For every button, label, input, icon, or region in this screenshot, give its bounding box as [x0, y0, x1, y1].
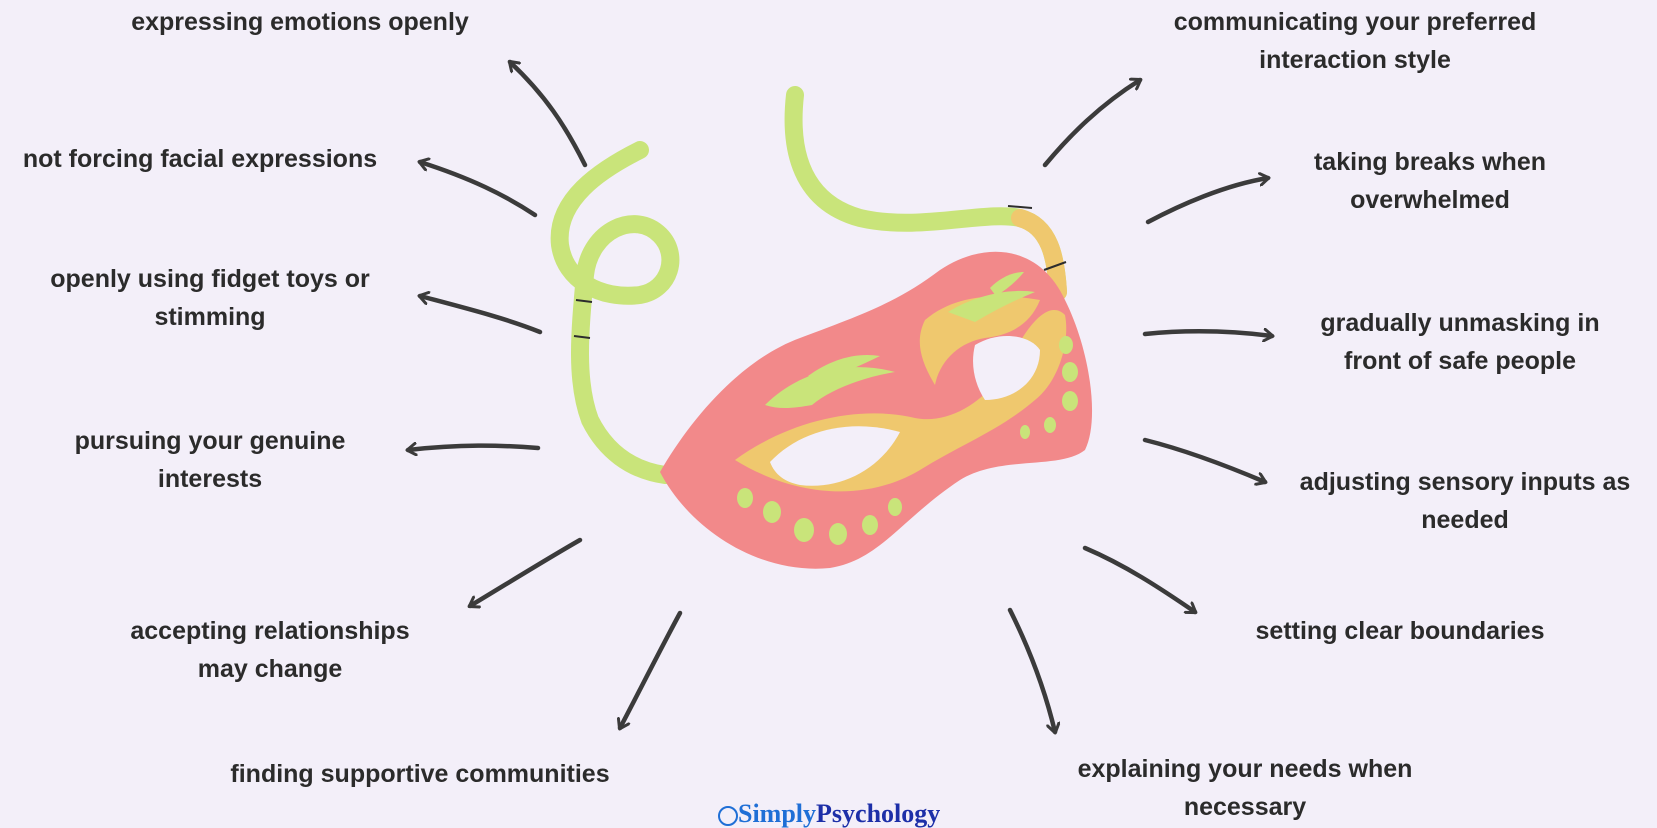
label-genuine-interests: pursuing your genuine interests: [45, 422, 375, 498]
label-taking-breaks: taking breaks when overwhelmed: [1280, 143, 1580, 219]
arrow-sensory: [1145, 440, 1265, 482]
arrow-facial: [420, 162, 535, 215]
arrow-needs: [1010, 610, 1055, 732]
label-supportive-communities: finding supportive communities: [200, 755, 640, 793]
arrow-unmasking: [1145, 331, 1272, 336]
label-gradually-unmasking: gradually unmasking in front of safe peo…: [1300, 304, 1620, 380]
label-communicating-style: communicating your preferred interaction…: [1150, 3, 1560, 79]
label-clear-boundaries: setting clear boundaries: [1230, 612, 1570, 650]
arrow-fidget: [420, 296, 540, 332]
label-not-forcing-expressions: not forcing facial expressions: [10, 140, 390, 178]
label-fidget-toys: openly using fidget toys or stimming: [30, 260, 390, 336]
arrow-boundaries: [1085, 548, 1195, 612]
arrow-communities: [620, 613, 680, 728]
arrow-emotions: [510, 62, 585, 165]
arrow-communicating: [1045, 80, 1140, 165]
brand-logo-icon: [718, 806, 738, 826]
arrow-relationships: [470, 540, 580, 606]
label-sensory-inputs: adjusting sensory inputs as needed: [1280, 463, 1650, 539]
label-explaining-needs: explaining your needs when necessary: [1060, 750, 1430, 826]
arrow-breaks: [1148, 178, 1268, 222]
label-relationships: accepting relationships may change: [100, 612, 440, 688]
label-expressing-emotions: expressing emotions openly: [120, 3, 480, 41]
left-ribbon: [560, 150, 671, 475]
arrow-interests: [408, 446, 538, 450]
